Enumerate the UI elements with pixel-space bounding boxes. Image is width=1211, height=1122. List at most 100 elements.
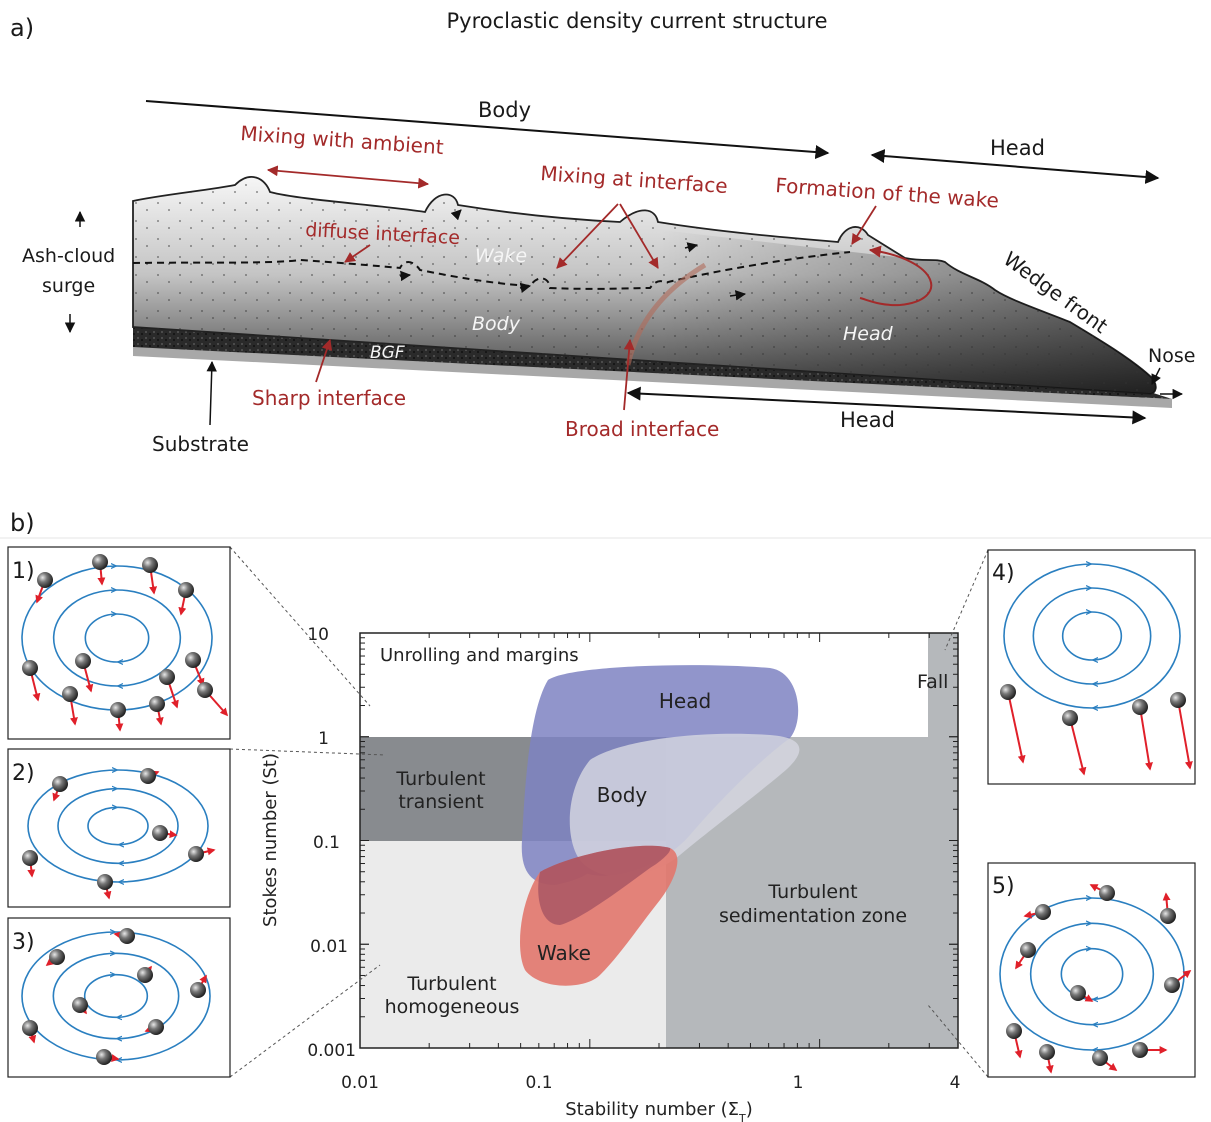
y-tick-label: 0.1	[313, 833, 340, 853]
particle-icon	[1000, 684, 1016, 700]
particle-icon	[149, 696, 165, 712]
label-turbulent-sedimentation-2: sedimentation zone	[719, 905, 907, 927]
regime-plot: 10 1 0.1 0.01 0.001 0.01 0.1 1 4 Stabili…	[260, 625, 960, 1122]
x-tick-label: 1	[793, 1073, 804, 1093]
head-extent-arrow-top	[870, 149, 1160, 184]
inset-5-label: 5)	[992, 874, 1015, 899]
particle-icon	[1035, 904, 1051, 920]
particle-icon	[178, 582, 194, 598]
panel-b: b) 10 1 0.1 0.01 0.001 0.01 0.1 1	[0, 509, 1211, 1122]
label-ash-cloud: Ash-cloud	[22, 245, 115, 267]
y-tick-label: 0.01	[310, 937, 348, 957]
mixing-interface-arrow-left	[556, 203, 619, 269]
particle-icon	[1039, 1044, 1055, 1060]
swirl-arrow	[729, 290, 747, 301]
particle-icon	[75, 653, 91, 669]
label-broad-interface: Broad interface	[565, 417, 719, 441]
x-axis-title: Stability number (ΣT)	[565, 1099, 753, 1122]
particle-icon	[1099, 885, 1115, 901]
inset-3-label: 3)	[12, 930, 35, 955]
label-mixing-ambient: Mixing with ambient	[240, 121, 445, 159]
swirl-arrow	[684, 242, 699, 253]
particle-icon	[119, 928, 135, 944]
inset-3-frame	[7, 917, 231, 1078]
particle-icon	[22, 850, 38, 866]
particle-velocity-arrow	[1069, 717, 1087, 776]
body-extent-arrow	[145, 100, 830, 160]
x-tick-label: 0.1	[525, 1073, 552, 1093]
substrate-arrow	[206, 360, 217, 426]
particle-velocity-arrow	[1139, 706, 1153, 771]
particle-icon	[52, 776, 68, 792]
label-turbulent-homogeneous-1: Turbulent	[406, 973, 496, 995]
particle-icon	[97, 874, 113, 890]
particle-icon	[1020, 942, 1036, 958]
particle-icon	[190, 982, 206, 998]
particle-icon	[92, 554, 108, 570]
particle-icon	[188, 846, 204, 862]
label-body-inner: Body	[472, 313, 521, 335]
label-unrolling-margins: Unrolling and margins	[380, 645, 579, 666]
particle-icon	[1092, 1050, 1108, 1066]
swirl-arrow	[399, 270, 412, 282]
particle-velocity-arrow	[1177, 699, 1193, 770]
inset-1-label: 1)	[12, 559, 35, 584]
particle-icon	[1132, 699, 1148, 715]
label-turbulent-homogeneous-2: homogeneous	[385, 996, 520, 1018]
region-fall	[928, 633, 958, 737]
head-extent-arrow-bottom	[626, 386, 1147, 425]
particle-velocity-arrow	[1007, 691, 1026, 764]
particle-icon	[49, 949, 65, 965]
particle-icon	[37, 572, 53, 588]
label-formation-wake: Formation of the wake	[775, 173, 1000, 213]
inset-2-frame	[7, 748, 231, 908]
particle-icon	[137, 967, 153, 983]
zone-head-wake-overlap	[538, 845, 671, 925]
particle-icon	[1006, 1023, 1022, 1039]
mixing-ambient-arrow	[266, 165, 430, 189]
swirl-arrow	[450, 209, 462, 221]
sharp-interface-arrow	[315, 338, 333, 383]
particle-icon	[148, 1019, 164, 1035]
label-zone-body: Body	[597, 783, 648, 807]
panel-a: a) Pyroclastic density current structure	[10, 9, 1195, 456]
particle-icon	[1160, 908, 1176, 924]
particle-icon	[1132, 1042, 1148, 1058]
label-body-top: Body	[478, 98, 531, 122]
label-zone-wake: Wake	[537, 941, 591, 965]
label-head-top: Head	[990, 136, 1045, 160]
panel-a-title: Pyroclastic density current structure	[447, 9, 828, 33]
label-nose: Nose	[1148, 345, 1195, 367]
particle-icon	[197, 682, 213, 698]
y-axis-title: Stokes number (St)	[260, 753, 281, 927]
swirl-arrow	[519, 282, 532, 294]
particle-icon	[22, 660, 38, 676]
label-head-bottom: Head	[840, 408, 895, 432]
zone-body	[569, 733, 800, 877]
label-substrate: Substrate	[152, 432, 249, 456]
label-wake: Wake	[475, 245, 527, 267]
particle-icon	[1062, 710, 1078, 726]
inset-diagrams: 1) 2) 3) 4) 5)	[7, 546, 1196, 1078]
y-tick-label: 10	[307, 625, 329, 645]
axis-ticks	[359, 632, 959, 1049]
label-turbulent-transient-2: transient	[398, 791, 483, 813]
particle-icon	[185, 652, 201, 668]
label-surge: surge	[42, 275, 95, 297]
inset-4-frame	[987, 549, 1196, 785]
particle-icon	[140, 768, 156, 784]
label-bgf: BGF	[370, 343, 405, 363]
y-tick-label: 0.001	[307, 1041, 356, 1061]
panel-b-label: b)	[10, 509, 35, 537]
label-turbulent-sedimentation-1: Turbulent	[767, 881, 857, 903]
particle-icon	[110, 702, 126, 718]
particle-icon	[96, 1049, 112, 1065]
particle-icon	[1070, 985, 1086, 1001]
particle-icon	[22, 1020, 38, 1036]
leader-lines	[229, 546, 989, 1078]
particle-icon	[72, 997, 88, 1013]
diffuse-interface-arrow	[344, 244, 371, 263]
label-head-inner: Head	[843, 323, 894, 345]
inset-2-label: 2)	[12, 761, 35, 786]
